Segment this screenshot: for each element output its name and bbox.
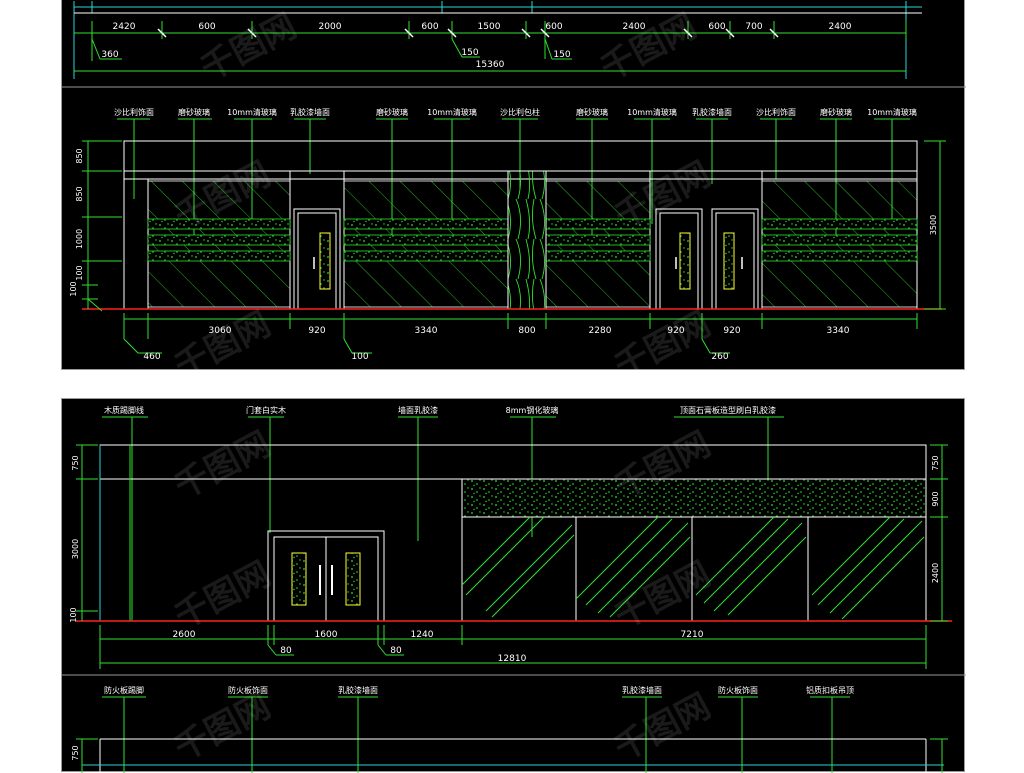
callout-label: 乳胶漆墙面 xyxy=(622,685,662,695)
dim-label: 750 xyxy=(931,455,940,470)
dim-label: 1600 xyxy=(315,630,338,640)
dim-total: 15360 xyxy=(476,60,505,70)
callout-label: 顶面石膏板造型刷白乳胶漆 xyxy=(680,405,776,415)
dim-label: 7210 xyxy=(681,630,704,640)
callout-label: 磨砂玻璃 xyxy=(178,107,210,117)
dim-label: 3340 xyxy=(827,326,850,336)
dim-label: 2280 xyxy=(589,326,612,336)
dim-label: 600 xyxy=(708,22,725,32)
dim-label: 600 xyxy=(421,22,438,32)
dim-label: 920 xyxy=(667,326,684,336)
dim-label: 2400 xyxy=(829,22,852,32)
dim-label: 850 xyxy=(75,186,84,201)
dim-label: 900 xyxy=(931,491,940,506)
dim-label: 750 xyxy=(71,455,80,470)
dim-label: 150 xyxy=(461,48,478,58)
dim-label: 3500 xyxy=(929,215,938,235)
callout-label: 门套白实木 xyxy=(246,405,286,415)
dim-label: 850 xyxy=(75,148,84,163)
drawing-panel-bottom: 木质踢脚线 门套白实木 墙面乳胶漆 8mm钢化玻璃 顶面石膏板造型刷白乳胶漆 xyxy=(61,398,966,773)
dim-label: 100 xyxy=(351,352,368,362)
callout-label: 防火板踢脚 xyxy=(104,685,144,695)
callout-label: 沙比利饰面 xyxy=(114,107,154,117)
dim-label: 920 xyxy=(723,326,740,336)
dim-label: 360 xyxy=(101,50,118,60)
callout-label: 墙面乳胶漆 xyxy=(398,405,438,415)
callout-label: 10mm清玻璃 xyxy=(867,107,917,117)
dim-label: 2000 xyxy=(319,22,342,32)
dim-label: 150 xyxy=(553,50,570,60)
callout-label: 磨砂玻璃 xyxy=(376,107,408,117)
dim-label: 600 xyxy=(545,22,562,32)
callout-label: 沙比利包柱 xyxy=(500,107,540,117)
dim-total: 12810 xyxy=(498,654,527,664)
dim-label: 3060 xyxy=(209,326,232,336)
dim-label: 920 xyxy=(308,326,325,336)
dim-label: 100 xyxy=(75,265,84,280)
callout-label: 磨砂玻璃 xyxy=(820,107,852,117)
callout-label: 10mm清玻璃 xyxy=(427,107,477,117)
elevation-drawing-top: 2420 600 2000 600 1500 600 2400 600 700 … xyxy=(62,1,966,362)
dim-label: 100 xyxy=(69,607,78,622)
callout-label: 10mm清玻璃 xyxy=(227,107,277,117)
dim-label: 1240 xyxy=(411,630,434,640)
dim-label: 2420 xyxy=(113,22,136,32)
dim-label: 80 xyxy=(280,646,292,656)
dim-label: 2400 xyxy=(623,22,646,32)
drawing-panel-top: 2420 600 2000 600 1500 600 2400 600 700 … xyxy=(61,0,966,370)
dim-label: 1500 xyxy=(478,22,501,32)
dim-label: 100 xyxy=(69,281,78,296)
callout-label: 乳胶漆墙面 xyxy=(338,685,378,695)
dim-label: 1000 xyxy=(75,229,84,249)
callout-label: 沙比利饰面 xyxy=(756,107,796,117)
callout-label: 磨砂玻璃 xyxy=(576,107,608,117)
elevation-drawing-bottom: 木质踢脚线 门套白实木 墙面乳胶漆 8mm钢化玻璃 顶面石膏板造型刷白乳胶漆 xyxy=(62,405,966,773)
callout-label: 10mm清玻璃 xyxy=(627,107,677,117)
dim-label: 800 xyxy=(518,326,535,336)
callout-label: 木质踢脚线 xyxy=(104,405,144,415)
callout-label: 防火板饰面 xyxy=(228,685,268,695)
callout-label: 8mm钢化玻璃 xyxy=(506,405,559,415)
dim-label: 3340 xyxy=(415,326,438,336)
dim-label: 750 xyxy=(71,745,80,760)
dim-label: 2600 xyxy=(173,630,196,640)
callout-label: 乳胶漆墙面 xyxy=(692,107,732,117)
dim-label: 3000 xyxy=(71,539,80,559)
callout-label: 乳胶漆墙面 xyxy=(290,107,330,117)
dim-label: 80 xyxy=(390,646,402,656)
dim-label: 600 xyxy=(198,22,215,32)
dim-label: 260 xyxy=(711,352,728,362)
dim-label: 700 xyxy=(745,22,762,32)
callout-label: 防火板饰面 xyxy=(718,685,758,695)
dim-label: 460 xyxy=(143,352,160,362)
callout-label: 铝质扣板吊顶 xyxy=(806,685,854,695)
dim-label: 2400 xyxy=(931,563,940,583)
